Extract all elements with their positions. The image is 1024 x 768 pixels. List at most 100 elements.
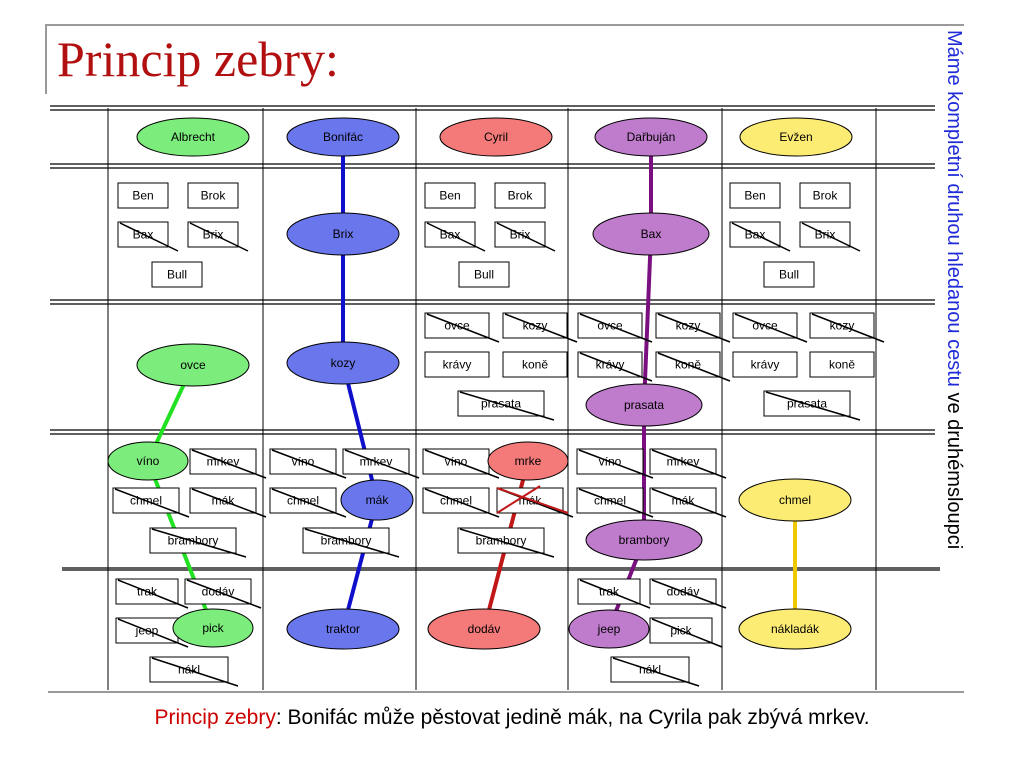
caption: Princip zebry: Bonifác může pěstovat jed… [0,706,1024,730]
strike-dog-4-2 [731,222,791,252]
strike-crop-2-1 [424,488,500,518]
option-box-dog-4-1 [799,182,851,209]
strike-animal-4-0 [734,313,808,343]
header-label-3: Dařbuján [627,130,676,144]
strike-vehicle-0-2 [117,618,189,648]
strike-crop-2-3 [459,528,555,558]
node-label-animal-1: kozy [331,356,356,370]
purple-path-2 [642,233,653,406]
strike-dog-0-3 [189,222,249,252]
caption-rest: : Bonifác může pěstovat jedině mák, na C… [275,706,870,729]
strike-crop-3-2 [578,488,654,518]
strike-crop-0-3 [151,528,247,558]
option-box-dog-2-0 [424,182,476,209]
strike-crop-1-0 [271,449,347,479]
option-box-dog-2-4 [458,261,510,288]
option-label-animal-2-3: koně [522,358,548,372]
option-box-animal-4-3 [809,351,875,378]
side-note: Máme kompletní druhou hledanou cestu ve … [943,30,965,550]
node-label-vehicle-1: traktor [326,622,360,636]
strike-vehicle-0-1 [186,579,262,609]
strike-vehicle-3-1 [651,579,727,609]
node-label-crop-1: mák [366,493,390,507]
option-label-dog-2-0: Ben [439,189,460,203]
option-label-dog-4-4: Bull [779,268,799,282]
strike-animal-3-2 [579,352,653,382]
option-label-animal-4-2: krávy [751,358,780,372]
side-note-highlight: Máme kompletní druhou hledanou cestu [943,30,965,387]
option-label-dog-4-0: Ben [744,189,765,203]
strike-animal-3-1 [657,313,731,343]
option-box-dog-2-1 [494,182,546,209]
red-strike-mak [496,487,569,514]
option-box-dog-4-0 [729,182,781,209]
option-label-dog-0-1: Brok [201,189,227,203]
header-label-0: Albrecht [171,130,216,144]
strike-dog-2-3 [496,222,556,252]
title-rule-left [45,24,47,94]
node-dog-1 [286,212,400,256]
strike-dog-4-3 [801,222,861,252]
strike-crop-3-0 [578,449,654,479]
strike-crop-1-3 [304,528,400,558]
strike-vehicle-3-2 [651,618,723,648]
node-label-dog-1: Brix [333,227,354,241]
header-label-4: Evžen [779,130,812,144]
node-vehicle-1 [286,608,400,650]
caption-highlight: Princip zebry [154,706,276,729]
strike-vehicle-0-0 [117,579,189,609]
strike-vehicle-3-3 [612,657,700,687]
option-box-dog-0-4 [151,261,203,288]
node-animal-0 [136,343,250,387]
option-box-dog-0-1 [187,182,239,209]
strike-animal-2-0 [426,313,500,343]
option-box-dog-4-4 [763,261,815,288]
page-title: Princip zebry: [57,31,339,87]
node-label-dog-3: Bax [641,227,662,241]
strike-animal-3-0 [579,313,653,343]
strike-crop-0-2 [191,488,267,518]
strike-dog-0-2 [119,222,179,252]
option-label-dog-4-1: Brok [813,189,839,203]
blue-path-4 [341,499,379,630]
header-node-3 [594,117,708,157]
option-label-dog-0-0: Ben [132,189,153,203]
strike-vehicle-0-3 [151,657,239,687]
strike-animal-2-1 [504,313,578,343]
node-label-vehicle-0: pick [202,621,224,635]
strike-crop-2-0 [424,449,500,479]
node-crop-2 [487,441,569,481]
footer-rule [48,691,964,693]
node-dog-3 [592,212,710,256]
option-box-dog-0-0 [117,182,169,209]
side-note-rest: ve druhémsloupci [943,386,965,550]
node-crop-0 [107,441,189,481]
node-label-crop-2: mrke [515,454,542,468]
header-node-1 [286,117,400,157]
header-label-2: Cyril [484,130,508,144]
node-label-animal-0: ovce [180,358,206,372]
node-animal-3 [585,383,703,427]
strike-animal-4-1 [811,313,885,343]
strike-dog-2-2 [426,222,486,252]
option-box-animal-2-2 [424,351,490,378]
node-animal-1 [286,341,400,385]
option-box-animal-4-2 [732,351,798,378]
node-crop-3 [585,519,703,561]
option-label-dog-0-4: Bull [167,268,187,282]
option-label-dog-2-4: Bull [474,268,494,282]
header-node-2 [439,117,553,157]
node-vehicle-0 [172,608,254,648]
strike-crop-3-3 [651,488,727,518]
node-label-animal-3: prasata [624,398,664,412]
title-rule-top [45,24,964,26]
option-label-animal-2-2: krávy [443,358,472,372]
header-label-1: Bonifác [323,130,363,144]
node-label-vehicle-4: nákladák [771,622,820,636]
option-box-animal-2-3 [502,351,568,378]
option-label-dog-2-1: Brok [508,189,534,203]
blue-path-3 [341,362,379,501]
strike-animal-2-4 [459,391,555,421]
node-label-vehicle-3: jeep [597,622,621,636]
